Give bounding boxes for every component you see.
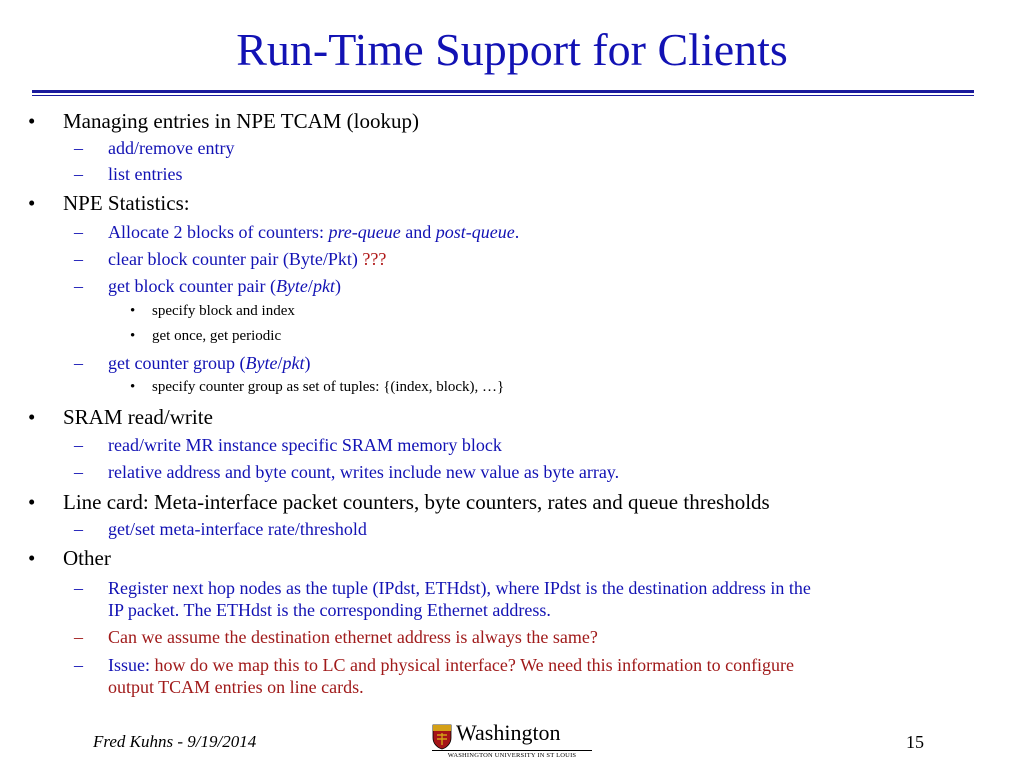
sub-bullet-marker: •	[130, 328, 136, 344]
dash-marker: –	[74, 655, 83, 675]
dash-marker: –	[74, 462, 83, 482]
sub-text: output TCAM entries on line cards.	[108, 677, 364, 697]
university-logo: Washington WASHINGTON UNIVERSITY IN ST L…	[432, 720, 592, 760]
sub-text: relative address and byte count, writes …	[108, 462, 620, 482]
dash-marker: –	[74, 435, 83, 455]
bullet-marker: •	[28, 191, 36, 215]
slide-number: 15	[906, 732, 924, 752]
sub-text: Register next hop nodes as the tuple (IP…	[108, 578, 811, 598]
dash-marker: –	[74, 164, 83, 184]
sub-text: read/write MR instance specific SRAM mem…	[108, 435, 502, 455]
dash-marker: –	[74, 276, 83, 296]
sub-text: Allocate 2 blocks of counters: pre-queue…	[108, 222, 520, 242]
sub-sub-text: specify counter group as set of tuples: …	[152, 379, 505, 395]
bullet-text: Other	[63, 546, 111, 570]
sub-sub-text: get once, get periodic	[152, 328, 282, 344]
shield-icon	[432, 724, 452, 750]
sub-text: get/set meta-interface rate/threshold	[108, 519, 367, 539]
logo-subtitle: WASHINGTON UNIVERSITY IN ST LOUIS	[447, 752, 577, 759]
slide-title: Run-Time Support for Clients	[236, 24, 788, 75]
sub-text: IP packet. The ETHdst is the correspondi…	[108, 600, 551, 620]
bullet-text: Line card: Meta-interface packet counter…	[63, 490, 770, 514]
sub-text: add/remove entry	[108, 138, 235, 158]
dash-marker: –	[74, 578, 83, 598]
dash-marker: –	[74, 249, 83, 269]
bullet-marker: •	[28, 405, 36, 429]
sub-text: get counter group (Byte/pkt)	[108, 353, 311, 373]
title-rule-thin	[32, 95, 974, 96]
sub-text: clear block counter pair (Byte/Pkt) ???	[108, 249, 387, 269]
sub-bullet-marker: •	[130, 379, 136, 395]
logo-divider	[432, 750, 592, 751]
bullet-marker: •	[28, 490, 36, 514]
bullet-text: SRAM read/write	[63, 405, 213, 429]
title-rule-thick	[32, 90, 974, 93]
footer-author-date: Fred Kuhns - 9/19/2014	[93, 732, 257, 751]
sub-text: Can we assume the destination ethernet a…	[108, 627, 598, 647]
dash-marker: –	[74, 519, 83, 539]
bullet-text: NPE Statistics:	[63, 191, 190, 215]
logo-wordmark: Washington	[456, 720, 561, 745]
bullet-marker: •	[28, 109, 36, 133]
bullet-text: Managing entries in NPE TCAM (lookup)	[63, 109, 419, 133]
dash-marker: –	[74, 222, 83, 242]
bullet-marker: •	[28, 546, 36, 570]
dash-marker: –	[74, 138, 83, 158]
sub-text: Issue: how do we map this to LC and phys…	[108, 655, 795, 675]
sub-text: get block counter pair (Byte/pkt)	[108, 276, 341, 296]
sub-bullet-marker: •	[130, 303, 136, 319]
sub-sub-text: specify block and index	[152, 303, 295, 319]
dash-marker: –	[74, 627, 83, 647]
dash-marker: –	[74, 353, 83, 373]
sub-text: list entries	[108, 164, 183, 184]
